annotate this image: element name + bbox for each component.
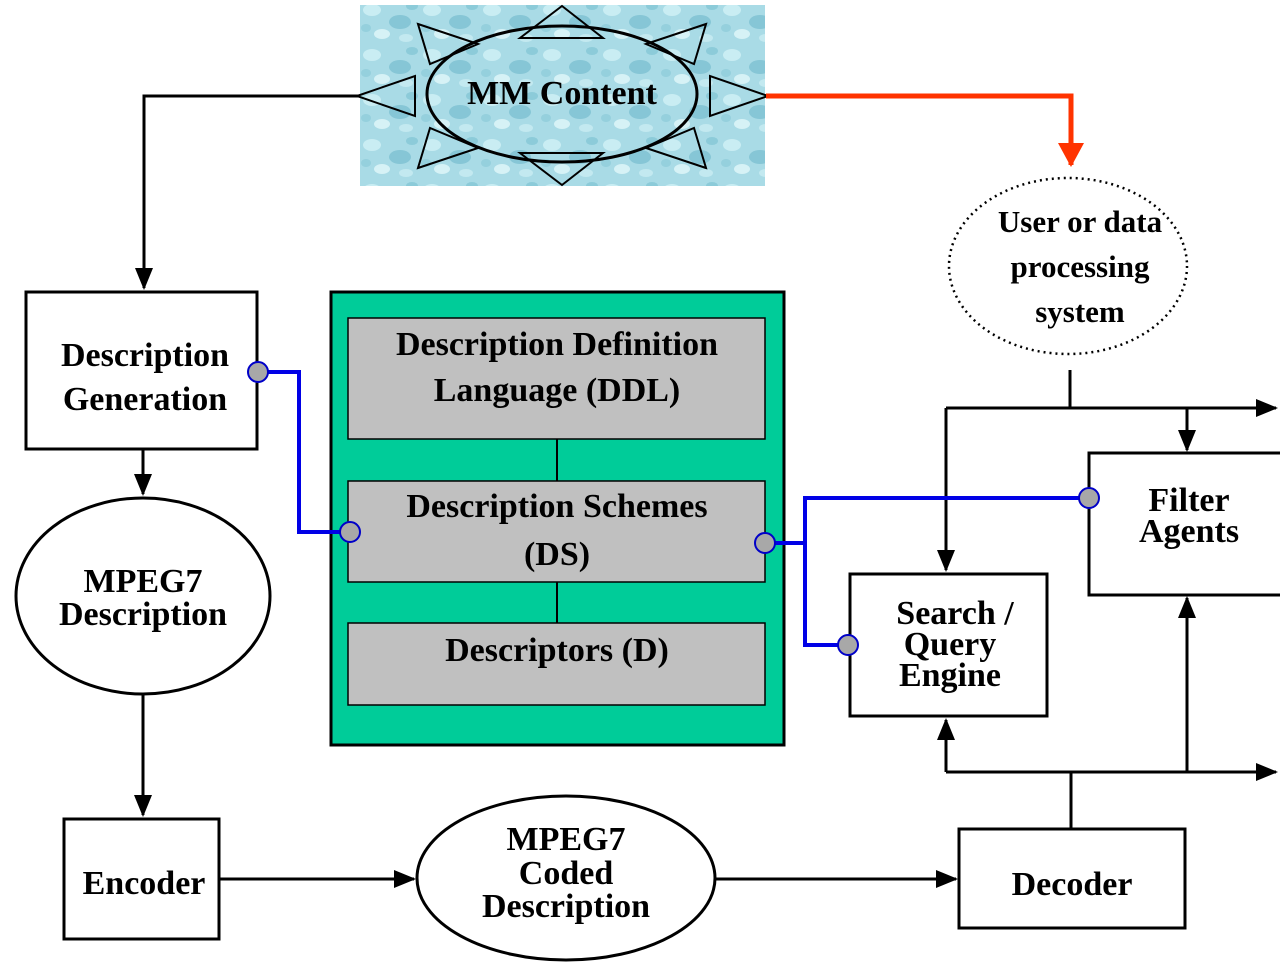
ddl-line-1: Description Definition bbox=[396, 326, 718, 363]
user-system-line-3: system bbox=[1035, 294, 1125, 329]
description-generation-port bbox=[247, 361, 269, 383]
mpeg7-description-line-1: MPEG7 bbox=[84, 563, 203, 600]
mpeg7-description-node: MPEG7 Description bbox=[14, 496, 272, 696]
description-generation-line-1: Description bbox=[61, 337, 229, 374]
filter-agents-port bbox=[1078, 487, 1100, 509]
mpeg7-coded-line-2: Coded bbox=[519, 855, 614, 892]
filter-agents-box bbox=[1087, 451, 1280, 597]
encoder-label: Encoder bbox=[83, 865, 206, 902]
search-engine-port bbox=[837, 634, 859, 656]
ddl-box bbox=[347, 317, 766, 440]
ddl-line-2: Language (DDL) bbox=[434, 372, 681, 409]
encoder-node: Encoder bbox=[62, 817, 221, 941]
encoder-box bbox=[62, 817, 221, 941]
ds-line-1: Description Schemes bbox=[406, 488, 707, 525]
user-system-ellipse bbox=[947, 176, 1189, 356]
user-system-line-2: processing bbox=[1011, 249, 1150, 284]
mm-to-description-generation-arrow bbox=[135, 94, 360, 290]
ds-to-filter-agents-blue-link bbox=[765, 496, 1089, 545]
ds-box bbox=[347, 480, 766, 583]
ds-line-2: (DS) bbox=[524, 536, 590, 573]
decoder-node: Decoder bbox=[957, 827, 1187, 930]
user-system-node: User or data processing system bbox=[947, 176, 1189, 356]
decoder-box bbox=[957, 827, 1187, 930]
description-generation-line-2: Generation bbox=[63, 381, 227, 418]
descriptors-box bbox=[347, 622, 766, 706]
descriptors-label: Descriptors (D) bbox=[445, 632, 669, 669]
search-engine-box bbox=[848, 572, 1049, 718]
description-generation-node: Description Generation bbox=[24, 290, 259, 451]
user-system-line-1: User or data bbox=[998, 204, 1163, 239]
mpeg7-coded-node: MPEG7 Coded Description bbox=[415, 794, 717, 962]
decoder-label: Decoder bbox=[1012, 866, 1133, 903]
mpeg7-description-line-2: Description bbox=[59, 596, 227, 633]
mpeg7-coded-line-3: Description bbox=[482, 888, 650, 925]
mm-content-node: MM Content bbox=[353, 4, 772, 187]
mm-content-ellipse bbox=[425, 24, 699, 164]
search-engine-line-3: Engine bbox=[899, 657, 1001, 694]
mpeg7-standard-panel: Description Definition Language (DDL) De… bbox=[329, 290, 786, 747]
mpeg7-coded-line-1: MPEG7 bbox=[507, 821, 626, 858]
filter-agents-line-1: Filter bbox=[1148, 482, 1229, 519]
filter-agents-node: Filter Agents bbox=[1087, 451, 1280, 597]
ds-left-port bbox=[339, 521, 361, 543]
ds-to-search-engine-blue-link bbox=[803, 543, 848, 647]
mm-content-label: MM Content bbox=[467, 75, 657, 112]
search-engine-line-2: Query bbox=[904, 626, 997, 663]
ds-right-port bbox=[754, 532, 776, 554]
search-engine-node: Search / Query Engine bbox=[848, 572, 1049, 718]
generation-to-ds-blue-link bbox=[258, 370, 348, 534]
search-engine-line-1: Search / bbox=[896, 595, 1014, 632]
filter-agents-line-2: Agents bbox=[1139, 513, 1239, 550]
mm-to-user-system-red-arrow bbox=[766, 93, 1084, 167]
